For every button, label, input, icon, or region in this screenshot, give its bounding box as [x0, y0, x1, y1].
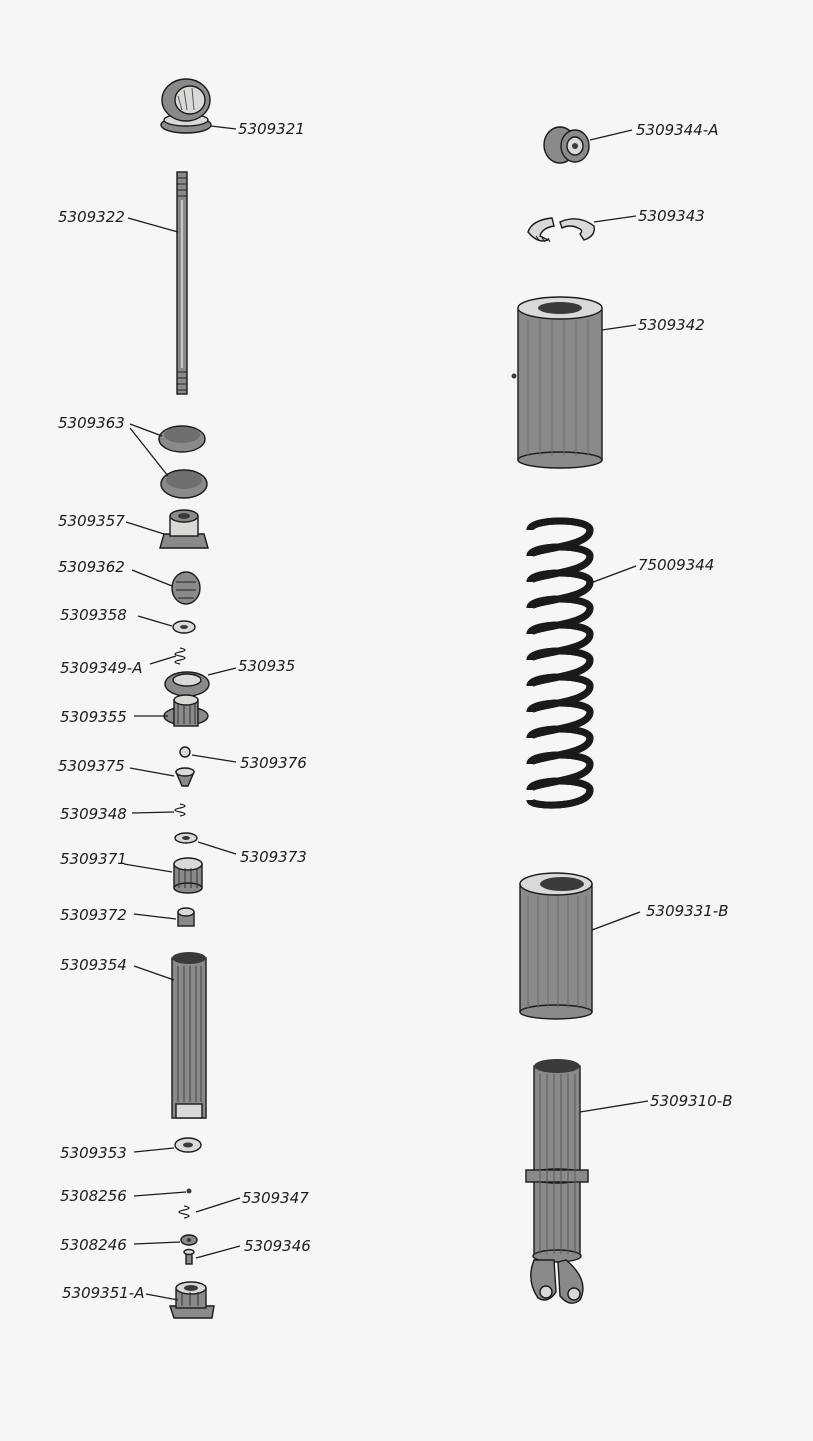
part-5308256: [186, 1188, 192, 1194]
label-5309375: 5309375: [58, 757, 125, 775]
part-5309349-A: [174, 647, 186, 665]
part-5309362: [171, 571, 201, 605]
part-5309373: [174, 832, 198, 844]
part-5309310-B: [525, 1059, 589, 1304]
part-5308246: [180, 1234, 198, 1246]
label-75009344: 75009344: [638, 556, 714, 574]
part-5309321: [160, 78, 212, 134]
part-5309322: [176, 171, 188, 395]
label-5309355: 5309355: [60, 708, 127, 726]
part-75009344: [530, 521, 594, 805]
part-5309372: [177, 907, 195, 927]
label-5309357: 5309357: [58, 512, 125, 530]
label-5309348: 5309348: [60, 805, 127, 823]
label-5309342: 5309342: [638, 316, 705, 334]
label-5309321: 5309321: [238, 120, 305, 138]
part-5309358: [172, 620, 196, 634]
label-5309353: 5309353: [60, 1144, 127, 1162]
part-5309357: [159, 509, 209, 549]
part-5309355: [163, 694, 209, 727]
label-5309347: 5309347: [242, 1189, 309, 1207]
label-5309351-A: 5309351-A: [62, 1284, 144, 1302]
part-5309342: [511, 296, 603, 469]
part-5309346: [183, 1248, 195, 1265]
part-5309363: [158, 425, 208, 499]
label-5309346: 5309346: [244, 1237, 311, 1255]
label-5309373: 5309373: [240, 848, 307, 866]
part-5309348: [174, 803, 186, 817]
label-5309343: 5309343: [638, 207, 705, 225]
label-5309310-B: 5309310-B: [650, 1092, 733, 1110]
label-5309371: 5309371: [60, 850, 127, 868]
part-5309353: [174, 1137, 202, 1153]
label-5309344-A: 5309344-A: [636, 121, 718, 139]
part-5309375: [174, 767, 196, 787]
part-5309343: [527, 217, 595, 243]
label-5308246: 5308246: [60, 1236, 127, 1254]
label-530935: 530935: [238, 657, 295, 675]
label-5309354: 5309354: [60, 956, 127, 974]
label-5309358: 5309358: [60, 606, 127, 624]
label-5309376: 5309376: [240, 754, 307, 772]
label-5309372: 5309372: [60, 906, 127, 924]
part-5309344-A: [543, 126, 590, 164]
label-5309349-A: 5309349-A: [60, 659, 142, 677]
part-5309351-A: [169, 1281, 215, 1319]
label-5309362: 5309362: [58, 558, 125, 576]
part-530935: [164, 671, 210, 697]
part-5309354: [171, 952, 207, 1119]
label-5309363: 5309363: [58, 414, 125, 432]
label-5308256: 5308256: [60, 1187, 127, 1205]
part-5309376: [179, 746, 191, 758]
label-5309322: 5309322: [58, 208, 125, 226]
part-5309331-B: [519, 872, 593, 1020]
part-5309371: [173, 857, 203, 894]
part-5309347: [178, 1205, 190, 1219]
label-5309331-B: 5309331-B: [646, 902, 729, 920]
